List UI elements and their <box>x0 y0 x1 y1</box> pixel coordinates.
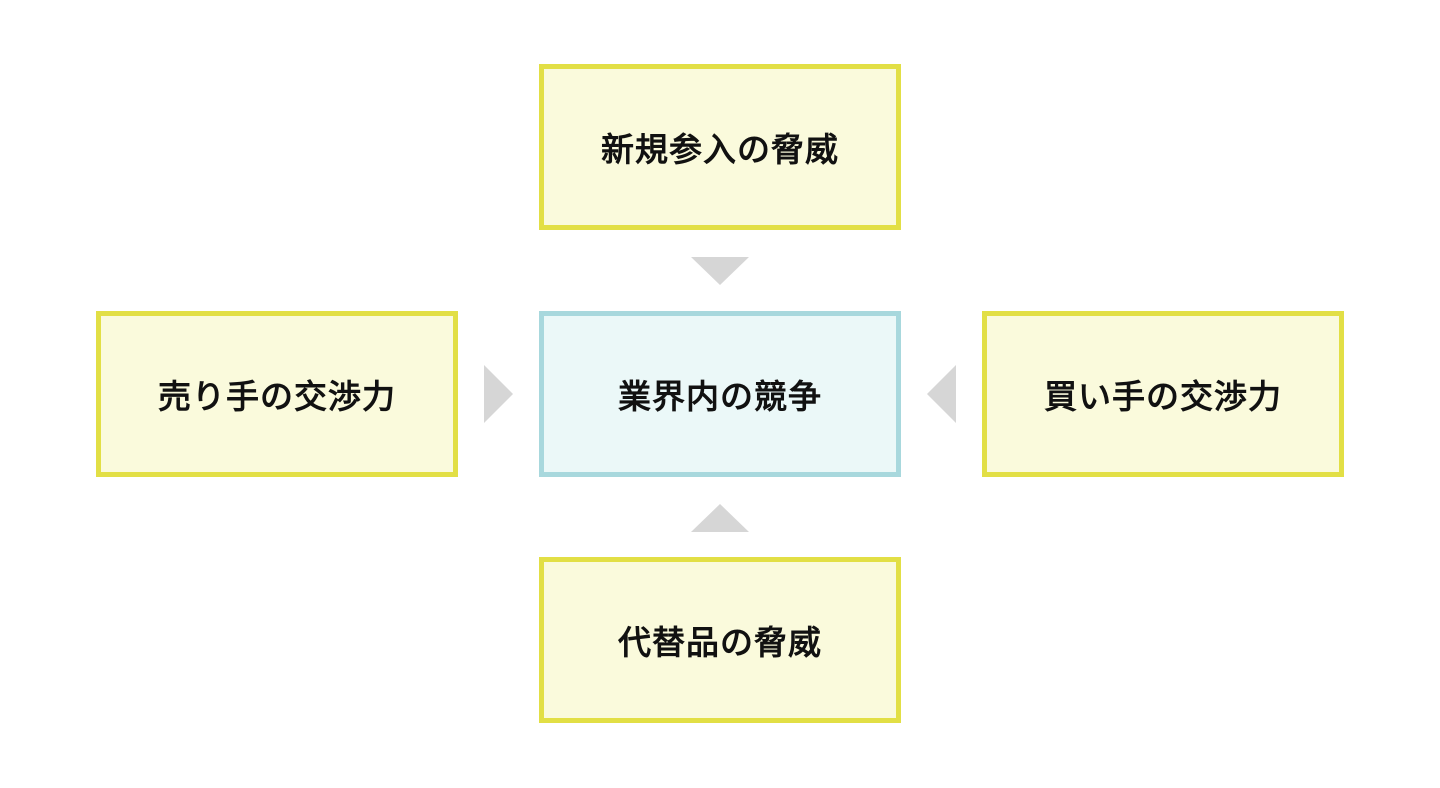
supplier-power-box: 売り手の交渉力 <box>96 311 458 477</box>
threat-of-substitutes-box: 代替品の脅威 <box>539 557 901 723</box>
arrow-right-icon <box>484 365 513 423</box>
industry-rivalry-label: 業界内の競争 <box>618 377 822 416</box>
threat-of-new-entrants-box: 新規参入の脅威 <box>539 64 901 230</box>
arrow-left-icon <box>927 365 956 423</box>
supplier-power-label: 売り手の交渉力 <box>158 377 396 416</box>
arrow-down-icon <box>691 257 749 285</box>
threat-of-new-entrants-label: 新規参入の脅威 <box>601 130 839 169</box>
threat-of-substitutes-label: 代替品の脅威 <box>618 623 822 662</box>
industry-rivalry-box: 業界内の競争 <box>539 311 901 477</box>
buyer-power-label: 買い手の交渉力 <box>1044 377 1282 416</box>
buyer-power-box: 買い手の交渉力 <box>982 311 1344 477</box>
arrow-up-icon <box>691 504 749 532</box>
